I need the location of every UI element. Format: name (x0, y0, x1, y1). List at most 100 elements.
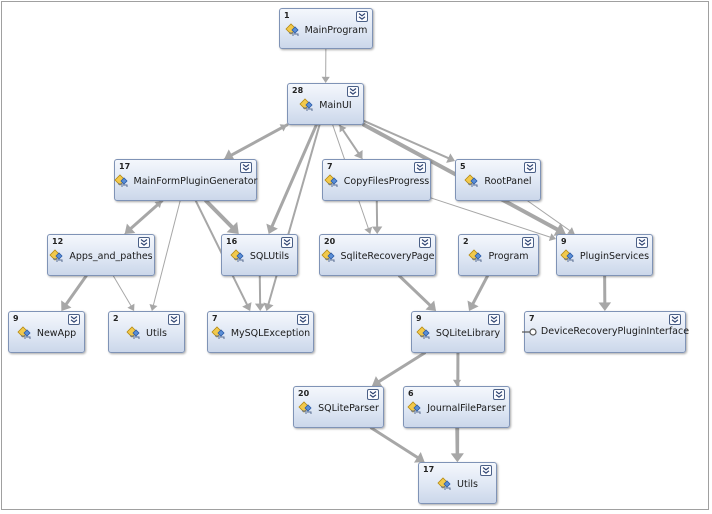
node-count: 5 (460, 162, 466, 171)
chevron-down-icon[interactable] (367, 389, 379, 400)
class-icon (285, 23, 305, 37)
node-label-row: SQLUtils (222, 249, 297, 263)
node-count: 1 (284, 11, 290, 20)
node-label-row: Apps_and_pathes (48, 249, 154, 263)
node-label: SQLiteParser (318, 402, 379, 414)
node-label: CopyFilesProgress (343, 175, 430, 187)
chevron-down-icon[interactable] (356, 11, 368, 22)
class-icon (298, 401, 318, 415)
edge-mainformplugingenerator-utils2 (152, 200, 181, 306)
node-label: DeviceRecoveryPluginInterface (540, 326, 690, 337)
node-label: PluginServices (579, 250, 650, 262)
arrowhead (279, 124, 287, 132)
arrowhead (450, 453, 464, 462)
node-label-row: MainProgram (280, 23, 372, 37)
node-label: Utils (457, 478, 478, 490)
chevron-down-icon[interactable] (522, 237, 534, 248)
chevron-down-icon[interactable] (240, 162, 252, 173)
edge-sqliterecoverypage-sqlitelibrary (397, 274, 432, 307)
chevron-down-icon[interactable] (669, 314, 681, 325)
node-count: 28 (292, 86, 304, 95)
node-label: MySQLException (230, 327, 311, 339)
node-count: 16 (226, 237, 238, 246)
node-label-row: MainFormPluginGenerator (113, 174, 257, 188)
node-count: 7 (212, 314, 218, 323)
class-icon (299, 98, 319, 112)
arrowhead (127, 303, 135, 311)
arrowhead (242, 302, 252, 311)
chevron-down-icon[interactable] (347, 86, 359, 97)
arrowhead (371, 226, 383, 234)
node-label: Utils (146, 327, 167, 339)
arrowhead (446, 153, 455, 163)
edge-mainformplugingenerator-sqlutils (204, 199, 234, 230)
class-icon (320, 249, 341, 263)
node-label-row: NewApp (9, 326, 84, 340)
chevron-down-icon[interactable] (493, 389, 505, 400)
class-icon (126, 326, 146, 340)
arrowhead (266, 223, 278, 234)
chevron-down-icon[interactable] (297, 314, 309, 325)
edge-sqliteparser-utils17 (369, 426, 419, 459)
node-label: MainProgram (304, 24, 368, 36)
chevron-down-icon[interactable] (138, 237, 150, 248)
chevron-down-icon[interactable] (414, 162, 426, 173)
node-count: 17 (119, 162, 131, 171)
chevron-down-icon[interactable] (636, 237, 648, 248)
node-label-row: MainUI (288, 98, 363, 112)
edge-mainui-rootpanel (363, 119, 450, 160)
node-label: Apps_and_pathes (69, 250, 153, 262)
edge-copyfilesprogress-mainui (342, 129, 363, 160)
edge-apps_and_pathes-mainformplugingenerator (124, 204, 158, 235)
edge-rootpanel-pluginservices (527, 200, 571, 231)
class-icon (416, 326, 436, 340)
chevron-down-icon[interactable] (168, 314, 180, 325)
node-label-row: CopyFilesProgress (323, 174, 430, 188)
node-label: SQLUtils (249, 250, 290, 262)
chevron-down-icon[interactable] (524, 162, 536, 173)
class-icon (324, 174, 344, 188)
node-label-row: Utils (419, 477, 496, 491)
chevron-down-icon[interactable] (281, 237, 293, 248)
interface-icon (521, 327, 541, 337)
class-icon (113, 174, 134, 188)
node-label-row: SQLiteLibrary (412, 326, 504, 340)
class-icon (560, 249, 580, 263)
chevron-down-icon[interactable] (480, 465, 492, 476)
chevron-down-icon[interactable] (488, 314, 500, 325)
arrowhead (254, 303, 266, 311)
arrowhead (371, 376, 383, 387)
arrowhead (149, 303, 158, 311)
chevron-down-icon[interactable] (419, 237, 431, 248)
node-count: 9 (416, 314, 422, 323)
node-count: 2 (463, 237, 469, 246)
node-label-row: Utils (109, 326, 184, 340)
node-count: 2 (113, 314, 119, 323)
node-count: 7 (327, 162, 333, 171)
node-count: 7 (529, 314, 535, 323)
chevron-down-icon[interactable] (68, 314, 80, 325)
node-label: RootPanel (484, 175, 532, 187)
edge-copyfilesprogress-pluginservices (430, 197, 551, 238)
node-label: JournalFileParser (427, 402, 506, 414)
arrowhead (61, 300, 72, 311)
arrowhead (413, 452, 425, 463)
